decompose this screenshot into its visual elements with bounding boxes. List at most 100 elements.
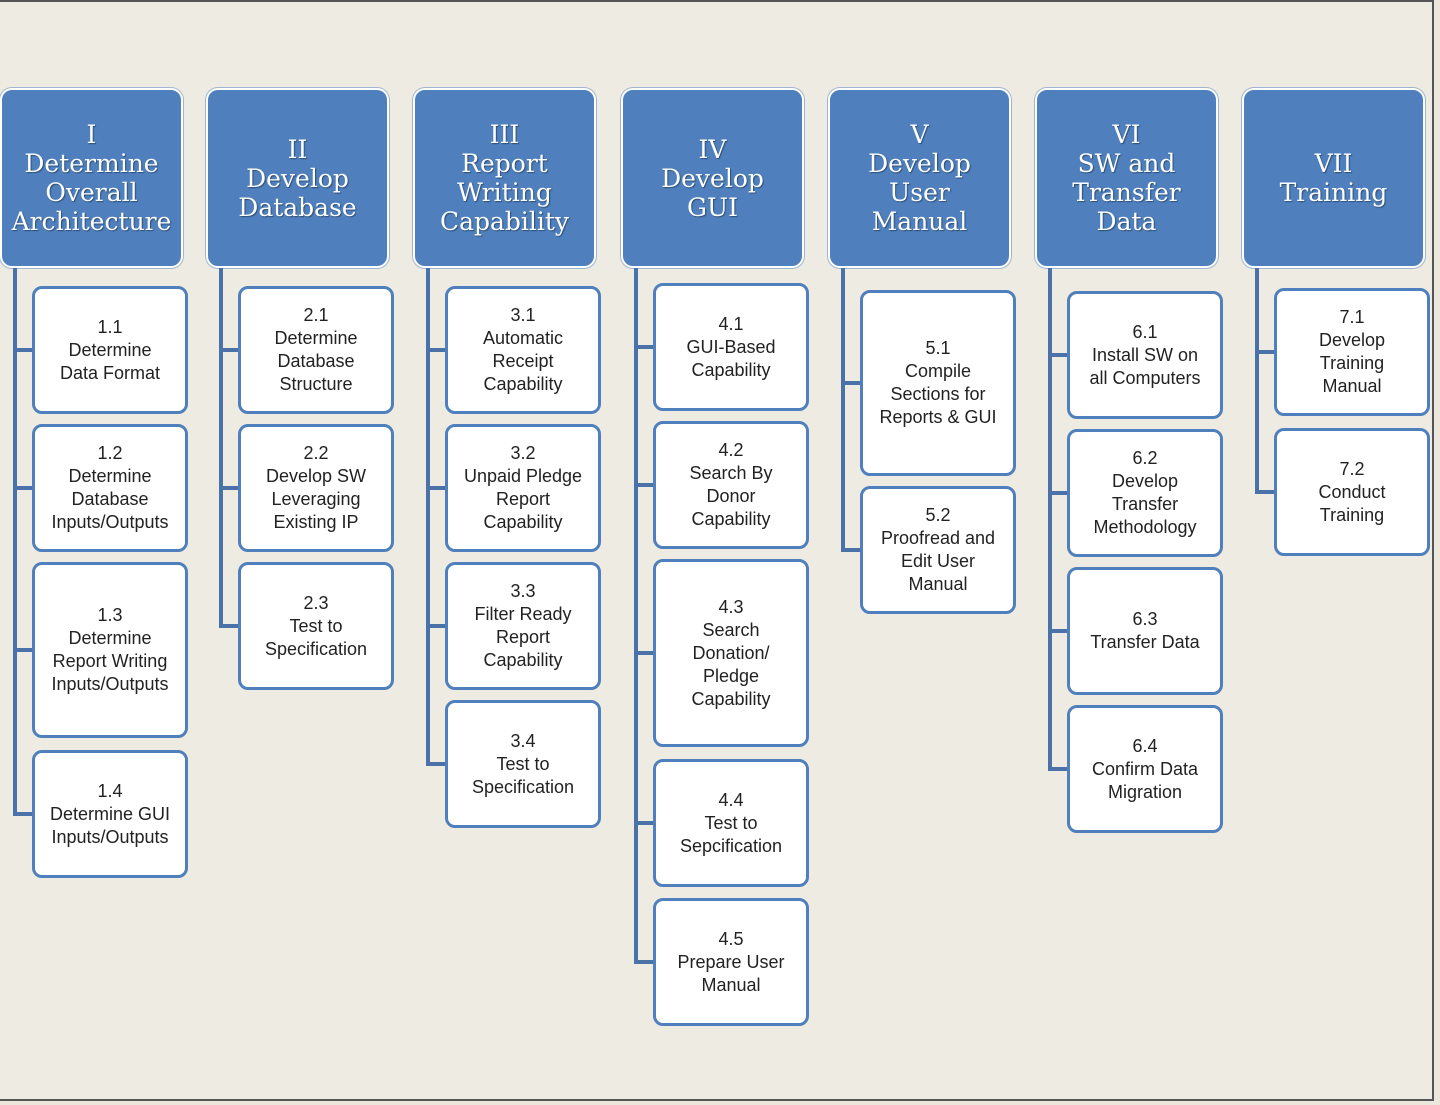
phase-numeral: VII: [1314, 149, 1353, 178]
connector-spine: [219, 268, 223, 628]
task-name: Install SW on all Computers: [1089, 344, 1201, 388]
phase-numeral: I: [86, 120, 97, 149]
task-number: 3.1: [510, 305, 536, 325]
task-number: 4.3: [718, 596, 744, 617]
connector-tick: [1048, 767, 1069, 771]
task-name: Determine GUI Inputs/Outputs: [49, 803, 171, 847]
phase-numeral: III: [489, 120, 520, 149]
connector-tick: [13, 648, 34, 652]
connector-tick: [426, 348, 447, 352]
connector-tick: [1048, 629, 1069, 633]
task-name: Develop Transfer Methodology: [1093, 471, 1197, 537]
connector-tick: [1255, 350, 1276, 354]
task-number: 4.5: [718, 928, 744, 949]
connector-tick: [13, 486, 34, 490]
task-number: 1.1: [97, 316, 123, 337]
task-number: 7.1: [1339, 307, 1365, 327]
task-name: Filter Ready Report Capability: [474, 604, 572, 670]
task-name: Test to Sepcification: [679, 812, 783, 856]
task-number: 4.4: [718, 789, 744, 810]
connector-tick: [13, 812, 34, 816]
task-name: Compile Sections for Reports & GUI: [879, 361, 997, 427]
task-name: Confirm Data Migration: [1091, 758, 1199, 802]
connector-tick: [841, 548, 862, 552]
task-name: Automatic Receipt Capability: [482, 328, 564, 394]
connector-tick: [219, 624, 240, 628]
task-number: 6.2: [1132, 448, 1158, 468]
connector-tick: [426, 624, 447, 628]
task-name: Determine Database Structure: [274, 328, 358, 394]
connector-tick: [1255, 490, 1276, 494]
connector-spine: [1048, 268, 1052, 771]
task-number: 4.2: [718, 440, 744, 460]
connector-spine: [426, 268, 430, 766]
task-name: Search Donation/ Pledge Capability: [691, 619, 771, 709]
connector-tick: [1048, 491, 1069, 495]
task-name: Search By Donor Capability: [689, 463, 773, 529]
task-name: Determine Report Writing Inputs/Outputs: [51, 628, 169, 694]
task-name: Develop Training Manual: [1318, 330, 1386, 396]
task-number: 5.1: [925, 338, 951, 358]
phase-numeral: V: [910, 120, 929, 149]
connector-spine: [634, 268, 638, 964]
task-number: 3.3: [510, 581, 536, 601]
task-name: Transfer Data: [1090, 632, 1200, 652]
connector-tick: [841, 381, 862, 385]
phase-numeral: II: [287, 134, 308, 164]
task-name: Prepare User Manual: [677, 951, 785, 995]
phase-title: Develop GUI: [661, 163, 764, 222]
connector-spine: [841, 268, 845, 552]
task-number: 4.1: [718, 313, 744, 334]
connector-tick: [634, 651, 655, 655]
task-number: 7.2: [1339, 458, 1365, 479]
task-number: 6.1: [1132, 321, 1158, 342]
task-number: 6.4: [1132, 735, 1158, 756]
phase-numeral: IV: [698, 134, 727, 164]
connector-tick: [219, 348, 240, 352]
connector-tick: [634, 345, 655, 349]
task-name: Test to Specification: [264, 615, 368, 659]
phase-numeral: VI: [1112, 120, 1141, 149]
task-name: Unpaid Pledge Report Capability: [463, 466, 583, 532]
task-number: 1.4: [97, 780, 123, 801]
task-number: 3.4: [510, 730, 536, 751]
phase-title: Training: [1279, 178, 1388, 207]
task-number: 6.3: [1132, 609, 1158, 629]
task-number: 2.2: [303, 443, 329, 463]
task-name: Develop SW Leveraging Existing IP: [265, 466, 367, 532]
task-name: Determine Database Inputs/Outputs: [51, 466, 169, 532]
task-name: Test to Specification: [471, 753, 575, 797]
task-number: 3.2: [510, 443, 536, 463]
connector-tick: [1048, 353, 1069, 357]
task-number: 1.3: [97, 605, 123, 625]
connector-tick: [13, 348, 34, 352]
